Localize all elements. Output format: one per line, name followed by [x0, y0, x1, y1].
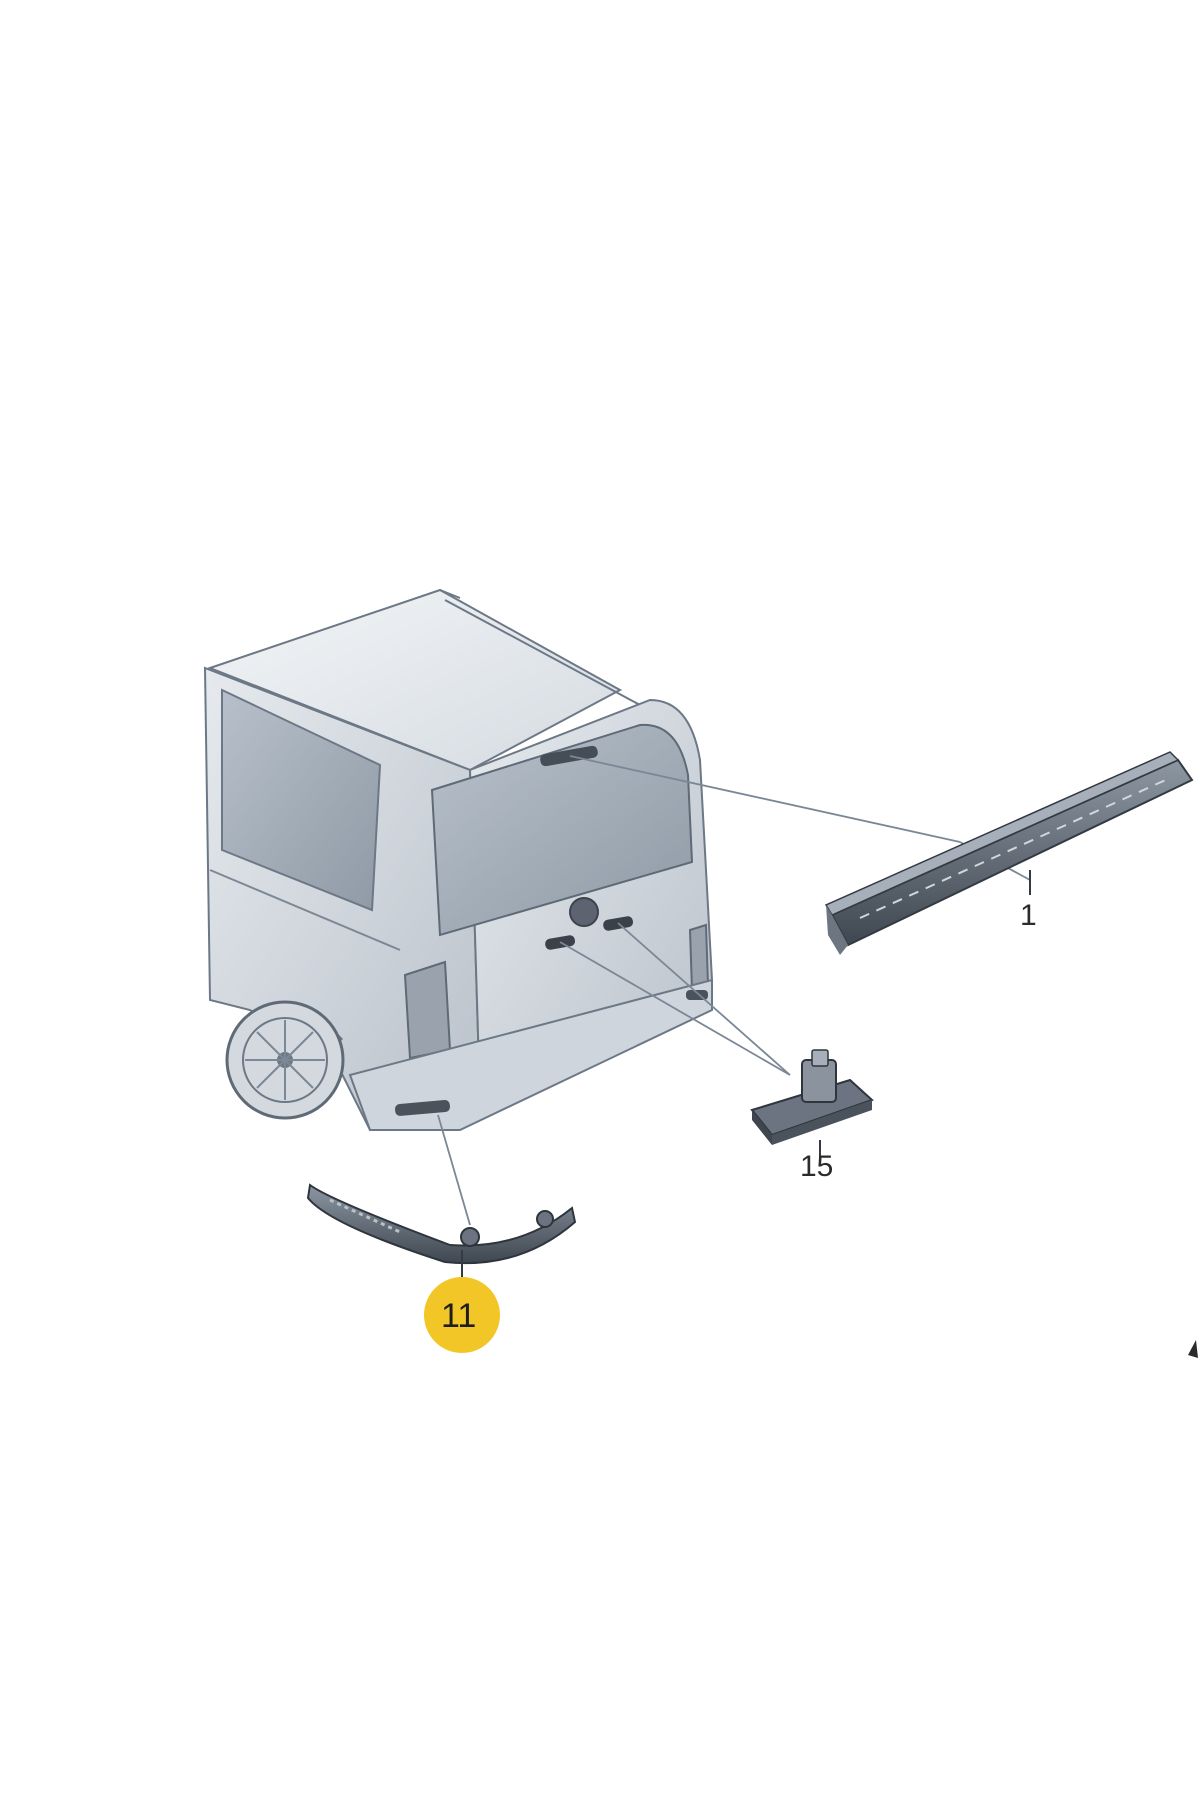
- callout-11-label: 11: [441, 1297, 476, 1335]
- part-1-brake-light[interactable]: [824, 751, 1194, 955]
- callout-15-label: 15: [800, 1150, 833, 1183]
- callout-1-label: 1: [1020, 899, 1037, 932]
- callout-1[interactable]: 1: [1020, 872, 1037, 932]
- callout-11-highlight-badge: [424, 1277, 500, 1353]
- part-15-license-plate-light[interactable]: [750, 1049, 874, 1150]
- callout-11[interactable]: 11: [424, 1277, 500, 1353]
- callout-15[interactable]: 15: [800, 1140, 833, 1183]
- wheel: [225, 1000, 345, 1120]
- part-11-rear-reflector[interactable]: [306, 1183, 577, 1290]
- van-illustration: [203, 588, 714, 1132]
- edge-fragment: [1188, 1340, 1198, 1358]
